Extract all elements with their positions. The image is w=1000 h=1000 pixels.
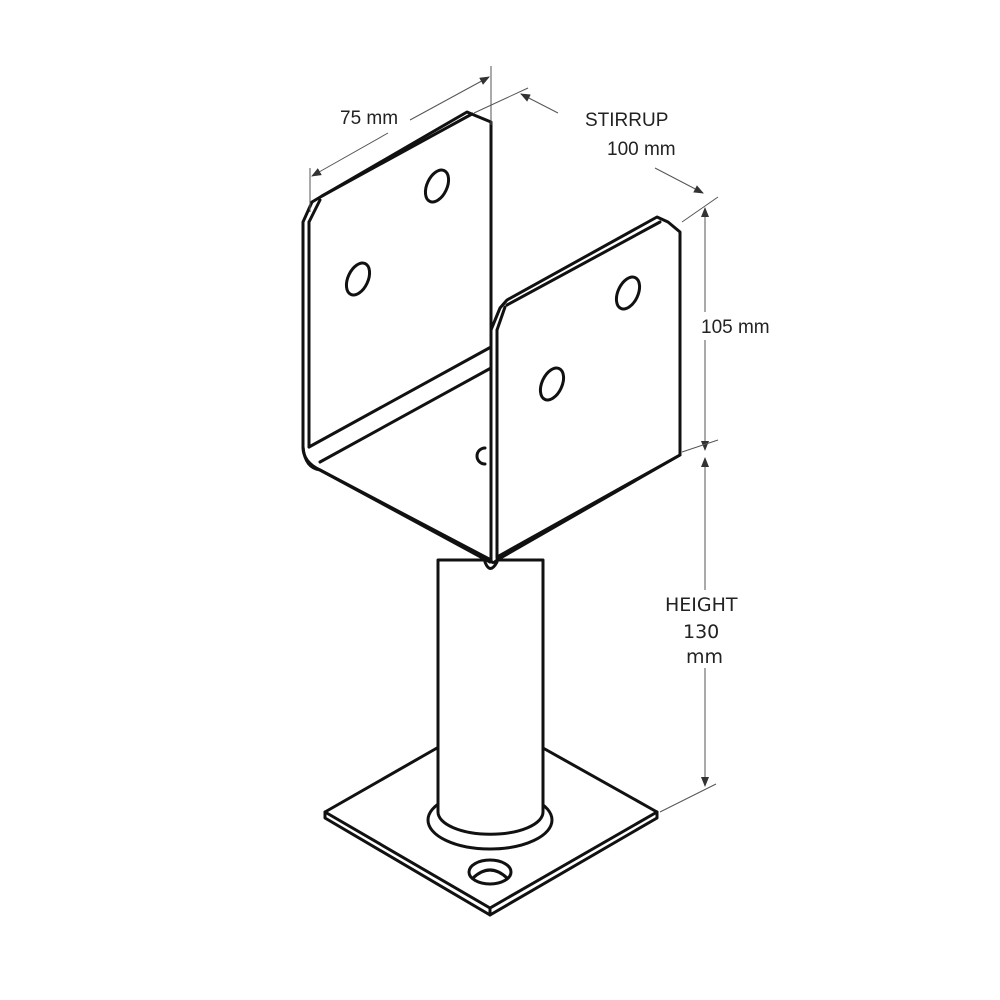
stirrup-height-dimension-label: 105 mm	[701, 317, 770, 338]
dimension-lines	[309, 66, 719, 813]
height-label: HEIGHT	[665, 594, 738, 616]
bolt-hole	[614, 275, 642, 311]
bolt-hole	[344, 261, 372, 297]
height-value: 130	[683, 621, 719, 643]
stirrup-front-plate	[483, 215, 682, 570]
stirrup-back-plate	[301, 110, 493, 564]
post-tube	[436, 558, 545, 836]
bolt-hole	[538, 366, 566, 402]
anchor-hole	[467, 858, 513, 886]
height-unit: mm	[686, 646, 723, 668]
stirrup-dimension-label: 100 mm	[607, 139, 676, 160]
stirrup-label: STIRRUP	[585, 110, 668, 131]
width-dimension-label: 75 mm	[340, 108, 398, 129]
bolt-hole	[423, 168, 451, 204]
